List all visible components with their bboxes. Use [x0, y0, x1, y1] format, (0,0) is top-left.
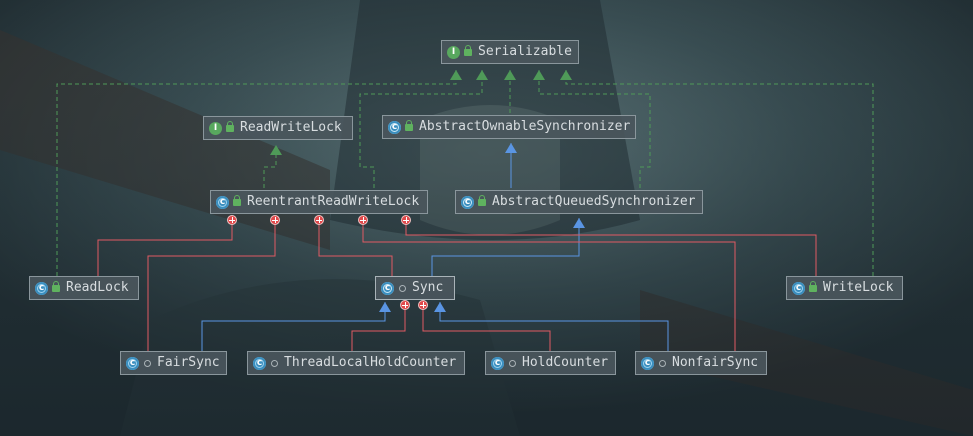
edge-readlock-rrwl: [97, 224, 233, 276]
public-lock-icon: [464, 44, 472, 56]
public-lock-icon: [405, 119, 413, 131]
class-icon: c: [126, 356, 139, 370]
node-readlock[interactable]: c ReadLock: [29, 276, 139, 300]
class-icon: c: [35, 281, 48, 295]
interface-icon: I: [209, 121, 222, 135]
class-icon: c: [491, 356, 504, 370]
edge-nonfairsync-rrwl: [362, 224, 736, 351]
edge-fairsync-rrwl: [147, 224, 276, 351]
public-lock-icon: [809, 280, 817, 292]
implements-relations: [56, 70, 874, 276]
edge-writelock-serializable: [560, 70, 874, 276]
edge-holdcounter-sync: [422, 310, 551, 351]
class-icon: c: [253, 356, 266, 370]
node-label: NonfairSync: [672, 355, 759, 370]
node-fairsync[interactable]: c FairSync: [120, 351, 227, 375]
node-serializable[interactable]: I Serializable: [441, 40, 579, 64]
node-label: HoldCounter: [522, 355, 609, 370]
edge-sync-rrwl: [318, 224, 393, 276]
inner-relations: [97, 224, 817, 351]
node-label: WriteLock: [823, 280, 894, 295]
node-abstractownablesynchronizer[interactable]: c AbstractOwnableSynchronizer: [382, 115, 636, 139]
node-label: Sync: [412, 280, 444, 295]
edge-readlock-serializable: [56, 70, 462, 276]
extends-relations: [201, 143, 669, 351]
inner-class-marker: [314, 215, 324, 225]
node-label: ReadLock: [66, 280, 129, 295]
inner-class-marker: [358, 215, 368, 225]
edge-aqs-serializable: [533, 70, 651, 188]
package-private-icon: [399, 284, 406, 292]
node-threadlocalholdcounter[interactable]: c ThreadLocalHoldCounter: [247, 351, 465, 375]
package-private-icon: [659, 359, 666, 367]
node-label: ThreadLocalHoldCounter: [284, 355, 457, 370]
inner-class-marker: [400, 300, 410, 310]
node-label: ReentrantReadWriteLock: [247, 194, 420, 209]
edge-sync-aqs: [431, 218, 585, 276]
abstract-class-icon: c: [461, 195, 474, 209]
edge-tlhc-sync: [351, 310, 406, 351]
public-lock-icon: [52, 280, 60, 292]
abstract-class-icon: c: [388, 120, 401, 134]
node-reentrantreadwritelock[interactable]: c ReentrantReadWriteLock: [210, 190, 428, 214]
class-icon: c: [216, 195, 229, 209]
class-icon: c: [792, 281, 805, 295]
node-label: Serializable: [478, 44, 572, 59]
public-lock-icon: [478, 194, 486, 206]
edge-nonfairsync-sync: [434, 302, 669, 351]
node-label: AbstractOwnableSynchronizer: [419, 119, 631, 134]
edge-rrwl-serializable: [359, 70, 488, 188]
node-label: FairSync: [157, 355, 220, 370]
edge-rrwl-readwritelock: [263, 145, 282, 188]
node-writelock[interactable]: c WriteLock: [786, 276, 903, 300]
node-sync[interactable]: c Sync: [375, 276, 455, 300]
node-nonfairsync[interactable]: c NonfairSync: [635, 351, 767, 375]
inner-class-marker: [270, 215, 280, 225]
package-private-icon: [271, 359, 278, 367]
node-label: AbstractQueuedSynchronizer: [492, 194, 696, 209]
public-lock-icon: [233, 194, 241, 206]
interface-icon: I: [447, 45, 460, 59]
inner-class-marker: [227, 215, 237, 225]
edge-writelock-rrwl: [405, 224, 817, 276]
node-label: ReadWriteLock: [240, 120, 342, 135]
inner-class-marker: [401, 215, 411, 225]
node-holdcounter[interactable]: c HoldCounter: [485, 351, 616, 375]
edge-fairsync-sync: [201, 302, 391, 351]
abstract-class-icon: c: [381, 281, 394, 295]
package-private-icon: [144, 359, 151, 367]
inner-class-marker: [418, 300, 428, 310]
node-readwritelock[interactable]: I ReadWriteLock: [203, 116, 353, 140]
node-abstractqueuedsynchronizer[interactable]: c AbstractQueuedSynchronizer: [455, 190, 703, 214]
package-private-icon: [509, 359, 516, 367]
public-lock-icon: [226, 120, 234, 132]
class-icon: c: [641, 356, 654, 370]
